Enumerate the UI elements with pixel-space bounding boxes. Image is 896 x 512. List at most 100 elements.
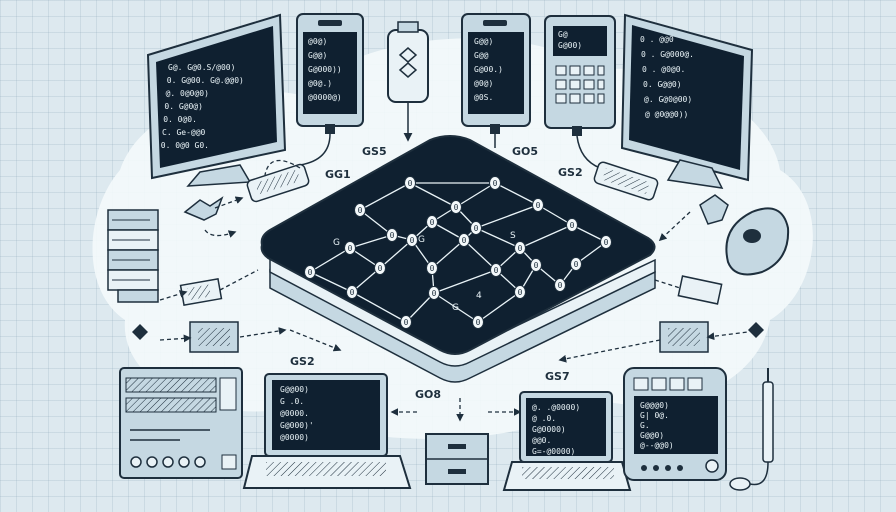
module-right: [677, 275, 723, 305]
phone-right-line: @0@): [474, 79, 493, 88]
laptop-right-screen-text: @. .@0000)@ .0.G@0000)@@0.G=-@0000): [532, 403, 580, 456]
phone-right-line: G@00.): [474, 65, 503, 74]
monitor-right-line: 0 . @@0: [640, 35, 674, 44]
server-right-line: @--@@0): [640, 441, 674, 450]
phone-left: @0@)G@@)G@000))@0@.)@0000@): [296, 13, 364, 166]
svg-text:0: 0: [518, 288, 523, 297]
network-node: 0: [354, 203, 366, 217]
net-label-2: G: [418, 235, 425, 245]
network-edge: [379, 239, 413, 269]
network-node: 0: [458, 233, 470, 247]
monitor-right-line: 0 . @0@0.: [642, 65, 685, 74]
network-node: 0: [344, 241, 356, 255]
monitor-left-line: @. 0@0@0): [166, 89, 209, 98]
laptop-left-line: @0000): [280, 433, 309, 442]
svg-text:0: 0: [348, 244, 353, 253]
svg-text:0: 0: [454, 203, 459, 212]
network-inner-labels: G G S G 4: [333, 231, 516, 313]
laptop-left: G@@00)G .0.@0000.G@000)'@0000): [242, 373, 412, 489]
laptop-right-line: @. .@0000): [532, 403, 580, 412]
module-left: [179, 277, 223, 307]
envelope-right: [659, 321, 709, 353]
svg-text:0: 0: [493, 179, 498, 188]
svg-text:0: 0: [358, 206, 363, 215]
phone-left-screen-text: @0@)G@@)G@000))@0@.)@0000@): [308, 37, 342, 102]
network-edge: [455, 182, 496, 208]
svg-text:0: 0: [350, 288, 355, 297]
svg-text:0: 0: [536, 201, 541, 210]
calculator-line: G@00): [558, 41, 582, 50]
svg-text:0: 0: [430, 264, 435, 273]
network-node: 0: [450, 200, 462, 214]
connector-gg1: [246, 163, 310, 203]
server-stack: [107, 209, 159, 303]
phone-left-line: @0000@): [308, 93, 342, 102]
network-node: 0: [514, 241, 526, 255]
phone-center-screen-text: G@@)G@@G@00.)@0@)@0S.: [474, 37, 503, 102]
spark-right: [748, 322, 764, 338]
server-right-line: G@@0): [640, 431, 664, 440]
phone-left-line: G@000)): [308, 65, 342, 74]
calculator-device: G@ G@00): [544, 15, 616, 169]
svg-text:0: 0: [390, 231, 395, 240]
gadget-left: [183, 196, 224, 221]
network-node: 0: [304, 265, 316, 279]
laptop-left-screen-text: G@@00)G .0.@0000.G@000)'@0000): [280, 385, 314, 442]
network-node: 0: [472, 315, 484, 329]
svg-text:0: 0: [308, 268, 313, 277]
network-node: 0: [428, 286, 440, 300]
network-edge: [409, 182, 457, 208]
calculator-line: G@: [558, 30, 568, 39]
laptop-left-line: @0000.: [280, 409, 309, 418]
svg-text:0: 0: [404, 318, 409, 327]
spark-left: [132, 324, 148, 340]
calculator-screen-text: G@ G@00): [558, 30, 582, 50]
monitor-right-line: 0 . G@000@.: [641, 50, 694, 59]
monitor-left-line: G@. G@0.S/@00): [168, 63, 235, 72]
laptop-right-line: G@0000): [532, 425, 566, 434]
network-node: 0: [406, 233, 418, 247]
monitor-left-line: 0. G@00. G@.@@0): [167, 76, 244, 85]
label-gs2-bottom: GS2: [290, 355, 315, 368]
phone-center: G@@)G@@G@00.)@0@)@0S.: [461, 13, 531, 148]
net-label-3: S: [510, 231, 516, 241]
network-edge: [475, 227, 521, 249]
monitor-right-line: @ @0@@0)): [645, 110, 688, 119]
phone-right-line: G@@: [474, 51, 489, 60]
net-label-1: G: [333, 238, 340, 248]
svg-text:0: 0: [410, 236, 415, 245]
server-rack-left: [119, 367, 243, 479]
network-node: 0: [570, 257, 582, 271]
drawer-unit: [425, 433, 489, 485]
network-edge: [309, 271, 353, 293]
monitor-left-line: 0. 0@0.: [163, 115, 197, 124]
svg-text:0: 0: [408, 179, 413, 188]
network-node: 0: [470, 221, 482, 235]
gadget-right: [699, 194, 729, 225]
phone-right-line: G@@): [474, 37, 493, 46]
network-edge: [349, 234, 393, 249]
laptop-right-line: @@0.: [532, 436, 551, 445]
network-edge: [359, 209, 393, 236]
network-node: 0: [514, 285, 526, 299]
network-node: 0: [404, 176, 416, 190]
monitor-left-screen-text: G@. G@0.S/@00) 0. G@00. G@.@@0) @. 0@0@0) 0…: [161, 63, 244, 150]
network-node: 0: [400, 315, 412, 329]
phone-left-line: G@@): [308, 51, 327, 60]
network-node: 0: [490, 263, 502, 277]
network-node: 0: [346, 285, 358, 299]
svg-text:0: 0: [378, 264, 383, 273]
network-node: 0: [374, 261, 386, 275]
monitor-left: G@. G@0.S/@00) 0. G@00. G@.@@0) @. 0@0@0) 0…: [146, 13, 287, 187]
svg-text:0: 0: [432, 289, 437, 298]
network-edge: [494, 182, 539, 206]
svg-text:0: 0: [534, 261, 539, 270]
network-edge: [519, 224, 573, 249]
server-right-line: G| 0@.: [640, 411, 669, 420]
phone-left-line: @0@.): [308, 79, 332, 88]
laptop-left-line: G .0.: [280, 397, 304, 406]
svg-text:0: 0: [462, 236, 467, 245]
svg-text:0: 0: [574, 260, 579, 269]
laptop-left-line: G@@00): [280, 385, 309, 394]
